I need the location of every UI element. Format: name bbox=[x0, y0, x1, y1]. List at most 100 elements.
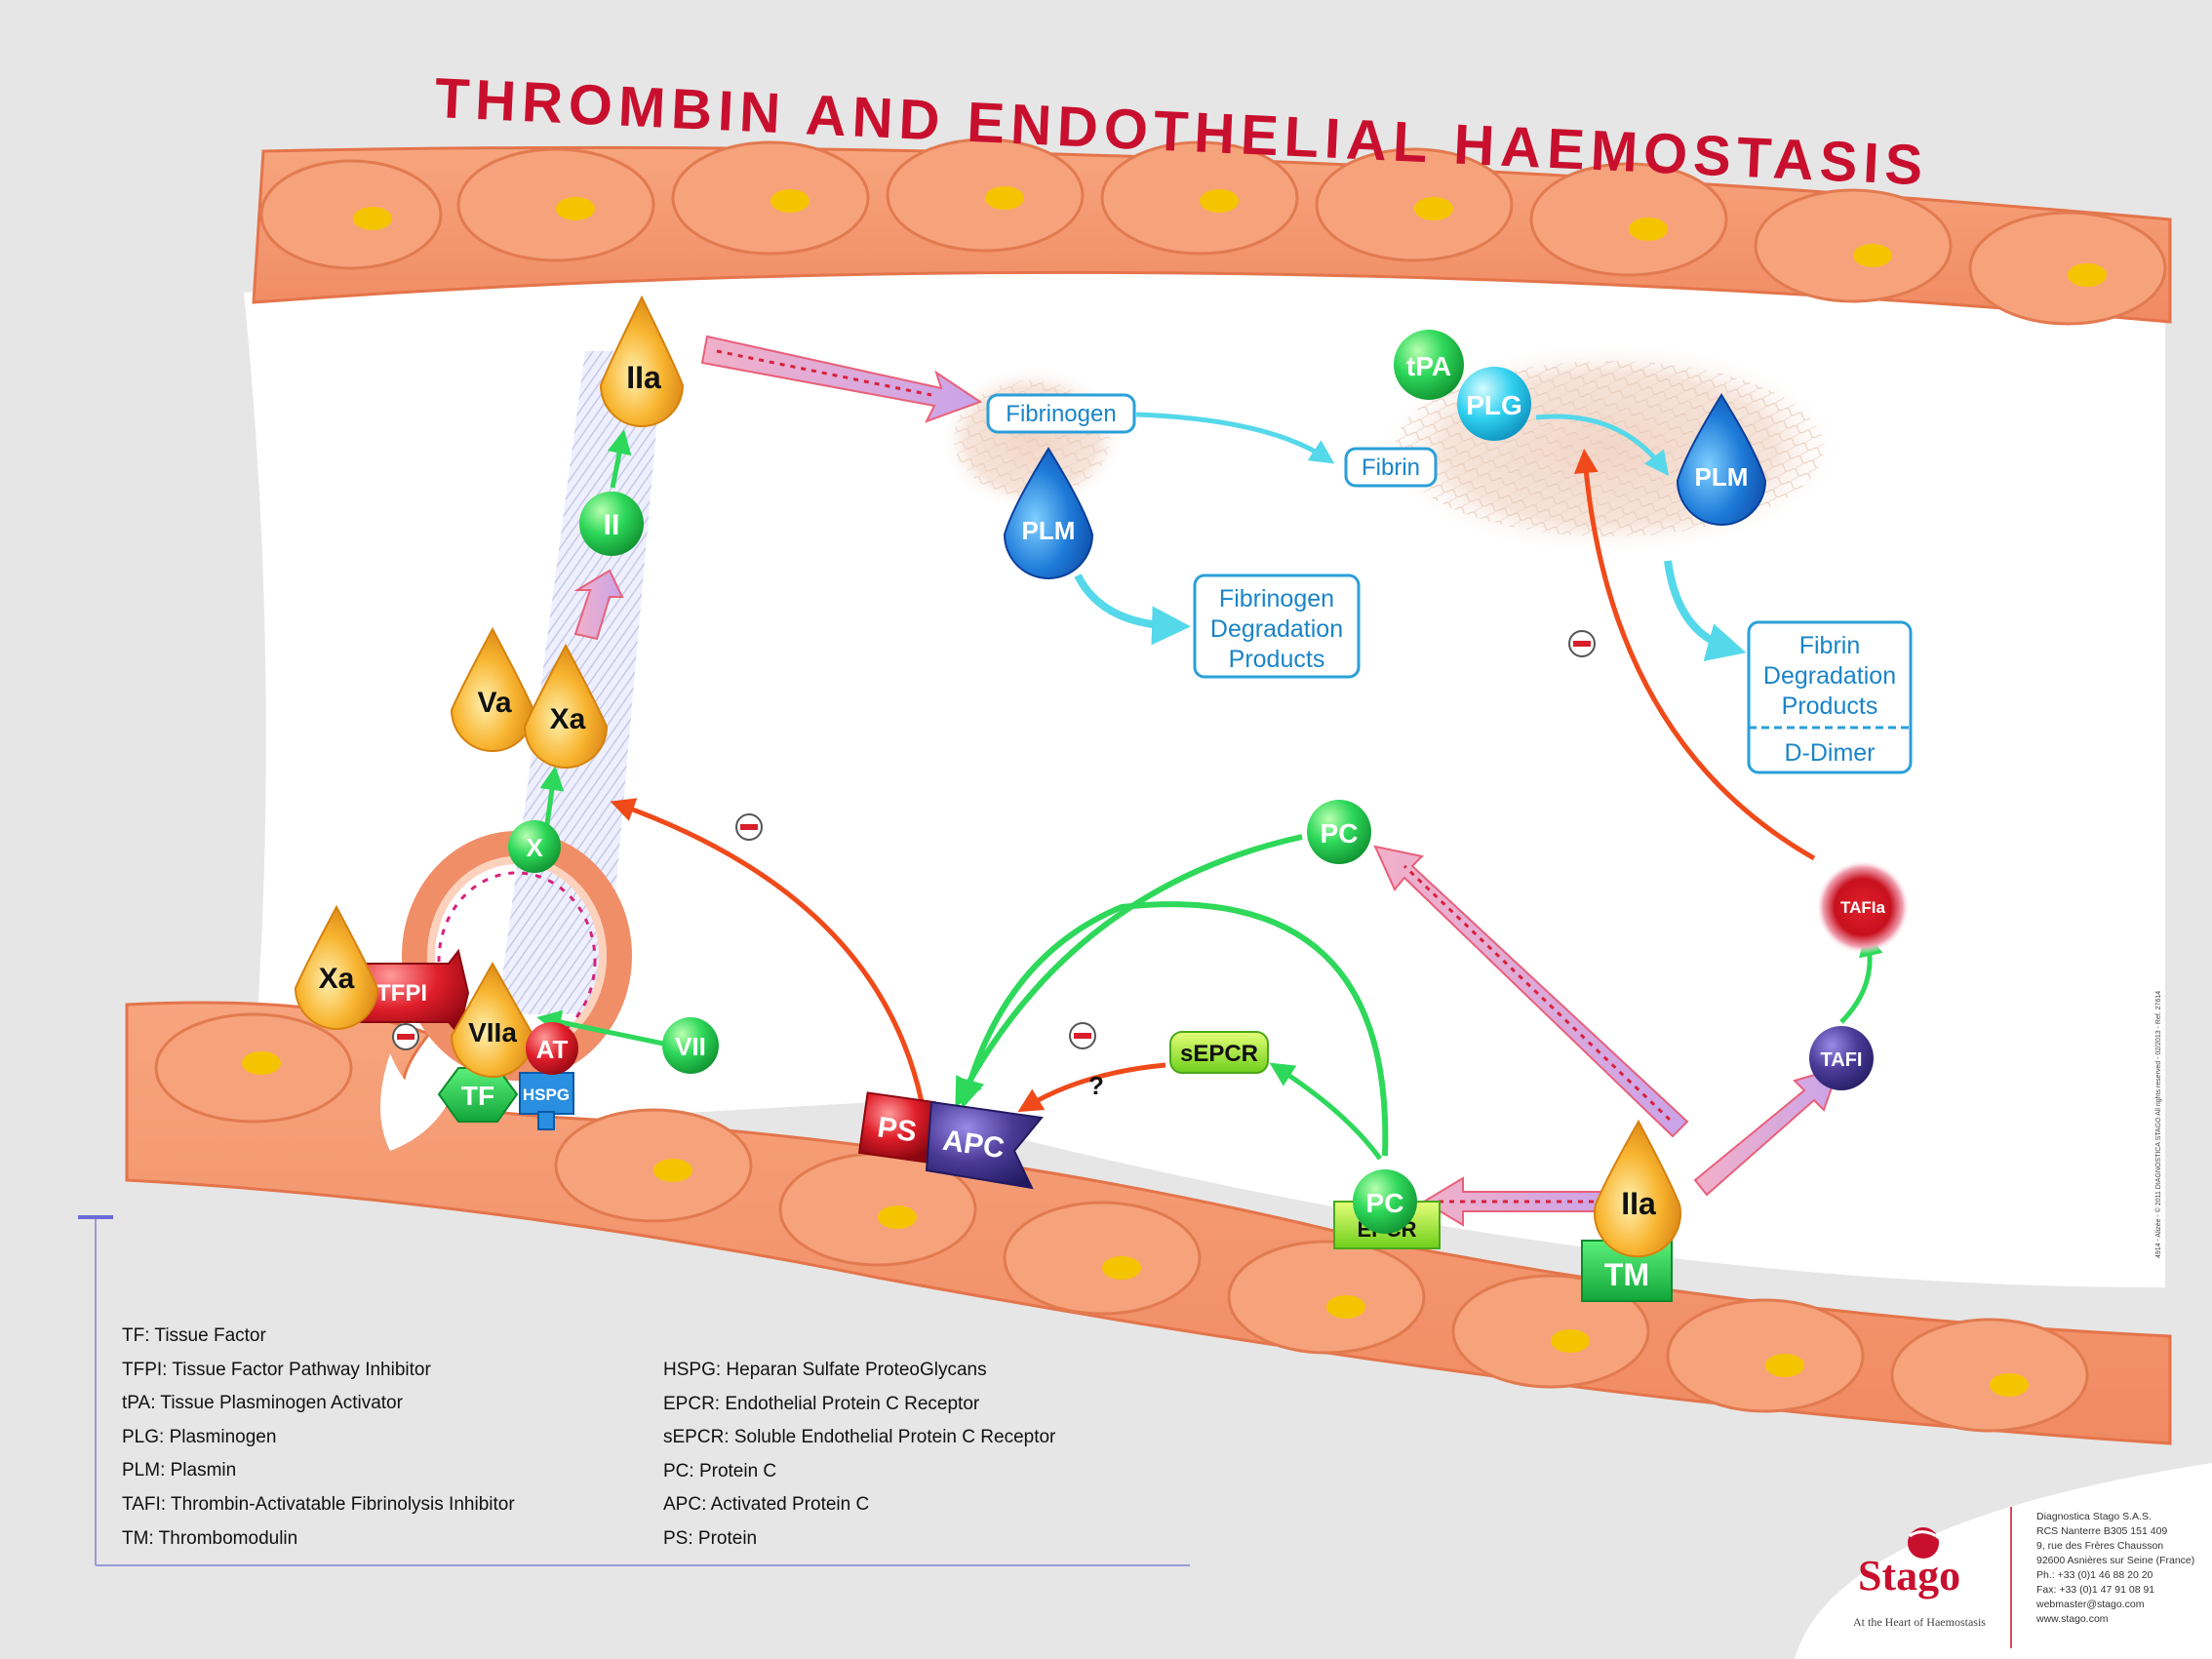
iia-to-tafi-arrow bbox=[1693, 1066, 1840, 1197]
iia-bottom-drop: IIa bbox=[1594, 1119, 1681, 1258]
inhibition-sign-sepcr bbox=[1069, 1022, 1096, 1049]
xa-cascade-label: Xa bbox=[550, 703, 586, 735]
company-brand: Stago bbox=[1858, 1552, 1961, 1600]
ddimer-label: D-Dimer bbox=[1784, 739, 1875, 767]
bottom-cell-nucleus bbox=[1102, 1256, 1141, 1280]
wound-gap bbox=[380, 1053, 449, 1151]
legend-item: TM: Thrombomodulin bbox=[122, 1527, 298, 1549]
fibrin-fdp-line3: Products bbox=[1782, 692, 1878, 720]
bottom-cell bbox=[1003, 1201, 1202, 1316]
company-line: RCS Nanterre B305 151 409 bbox=[2036, 1525, 2168, 1537]
tafi-label: TAFI bbox=[1821, 1049, 1863, 1071]
fibrinogen-to-fibrin-arrow bbox=[1135, 412, 1335, 464]
company-address: Diagnostica Stago S.A.S. RCS Nanterre B3… bbox=[2036, 1510, 2194, 1627]
x-node: X bbox=[508, 820, 561, 873]
tfpi-shape: TFPI bbox=[348, 948, 470, 1037]
tpa-node: tPA bbox=[1394, 330, 1464, 400]
plg-to-plm-arrow bbox=[1535, 414, 1670, 476]
va-label: Va bbox=[477, 687, 511, 719]
top-cell bbox=[1968, 211, 2167, 326]
tpa-label: tPA bbox=[1406, 351, 1451, 381]
xa-left-drop: Xa bbox=[294, 904, 379, 1030]
top-cell-nucleus bbox=[2068, 263, 2107, 287]
top-cell bbox=[671, 140, 870, 256]
top-cell bbox=[259, 159, 443, 270]
fibrin-fdp-line1: Fibrin bbox=[1799, 632, 1861, 659]
plm-to-fdp-arrow bbox=[1074, 573, 1191, 646]
inhibition-sign-apc bbox=[735, 813, 763, 841]
top-cell-nucleus bbox=[770, 189, 810, 213]
bottom-cell-nucleus bbox=[1551, 1329, 1590, 1353]
iia-to-pc-arrow bbox=[1373, 845, 1689, 1138]
top-cell bbox=[1529, 162, 1728, 277]
legend-item: APC: Activated Protein C bbox=[663, 1494, 870, 1516]
fibrin-cloud-fibers bbox=[1395, 361, 1824, 536]
tm-label: TM bbox=[1604, 1257, 1649, 1292]
hspg-receptor: HSPG bbox=[519, 1072, 574, 1130]
at-label: AT bbox=[536, 1035, 569, 1064]
bottom-cell-nucleus bbox=[878, 1205, 917, 1229]
iia-top-label: IIa bbox=[626, 360, 661, 395]
legend-item: tPA: Tissue Plasminogen Activator bbox=[122, 1393, 403, 1414]
fibrinogen-fdp-line3: Products bbox=[1229, 646, 1325, 673]
xa-cascade-drop: Xa bbox=[523, 643, 609, 769]
pc-top-node: PC bbox=[1307, 800, 1371, 864]
bottom-cell-nucleus bbox=[653, 1159, 692, 1182]
ii-label: II bbox=[604, 509, 620, 541]
top-cell bbox=[1100, 140, 1299, 256]
fibrinogen-box: Fibrinogen bbox=[986, 393, 1136, 434]
x-to-xa-arrow bbox=[539, 766, 565, 832]
fibrin-label: Fibrin bbox=[1362, 454, 1420, 481]
ii-to-iia-arrow bbox=[607, 429, 632, 489]
legend-item: HSPG: Heparan Sulfate ProteoGlycans bbox=[663, 1360, 987, 1380]
viia-drop: VIIa bbox=[450, 961, 535, 1078]
apc-inhibits-va-arrow bbox=[610, 798, 925, 1103]
iia-to-fibrinogen-arrow bbox=[700, 335, 983, 423]
bottom-cell bbox=[1666, 1298, 1865, 1413]
top-cell-nucleus bbox=[556, 197, 595, 220]
fibrin-box: Fibrin bbox=[1344, 447, 1438, 488]
legend-item: TFPI: Tissue Factor Pathway Inhibitor bbox=[122, 1359, 431, 1380]
top-cell bbox=[456, 147, 655, 262]
sepcr-node: sEPCR bbox=[1169, 1031, 1269, 1074]
top-cell bbox=[1315, 147, 1514, 262]
legend-item: EPCR: Endothelial Protein C Receptor bbox=[663, 1393, 980, 1414]
tafi-node: TAFI bbox=[1809, 1026, 1874, 1090]
epcr-to-sepcr-arrow bbox=[1269, 1062, 1383, 1161]
plm-right-label: PLM bbox=[1695, 462, 1749, 492]
top-wall-cells bbox=[259, 138, 2167, 326]
ii-node: II bbox=[579, 492, 644, 556]
inhibition-sign-tfpi bbox=[392, 1023, 419, 1050]
legend-left: TF: Tissue Factor TFPI: Tissue Factor Pa… bbox=[122, 1320, 515, 1556]
top-cell-nucleus bbox=[1853, 244, 1892, 267]
inhibition-sign-tafia bbox=[1568, 630, 1596, 657]
plm-right-drop: PLM bbox=[1676, 393, 1767, 526]
epcr-pc-to-apc-arrow bbox=[956, 901, 1389, 1157]
apc-receptor: APC bbox=[925, 1100, 1044, 1190]
legend-item: PS: Protein bbox=[663, 1527, 758, 1549]
fibrinogen-fdp-line2: Degradation bbox=[1210, 615, 1343, 643]
x-label: X bbox=[526, 833, 543, 862]
xa-to-ii-arrow bbox=[573, 569, 624, 641]
top-cell bbox=[1754, 188, 1953, 303]
company-line: webmaster@stago.com bbox=[2036, 1599, 2145, 1610]
plm-to-fibrin-fdp-arrow bbox=[1664, 560, 1747, 661]
legend-item: sEPCR: Soluble Endothelial Protein C Rec… bbox=[663, 1427, 1056, 1448]
tf-label: TF bbox=[461, 1081, 494, 1111]
plm-left-drop: PLM bbox=[1003, 447, 1094, 579]
tafia-node: TAFIa bbox=[1816, 860, 1910, 954]
footer-swoosh bbox=[1795, 1463, 2212, 1659]
legend-item: PLM: Plasmin bbox=[122, 1460, 237, 1481]
company-tagline: At the Heart of Haemostasis bbox=[1853, 1615, 1986, 1629]
viia-label: VIIa bbox=[468, 1017, 517, 1047]
legend-right: HSPG: Heparan Sulfate ProteoGlycans EPCR… bbox=[663, 1354, 1055, 1557]
at-node: AT bbox=[526, 1022, 578, 1075]
legend-item: TAFI: Thrombin-Activatable Fibrinolysis … bbox=[122, 1493, 515, 1515]
sepcr-inhibits-apc-arrow bbox=[1017, 1062, 1166, 1113]
company-line: 9, rue des Frères Chausson bbox=[2036, 1540, 2164, 1552]
bottom-cell bbox=[1227, 1240, 1426, 1355]
fibrin-fdp-line2: Degradation bbox=[1763, 662, 1896, 690]
bottom-cell-nucleus bbox=[1765, 1354, 1804, 1377]
copyright-note: 4914 - Alizée - © 2011 DIAGNOSTICA STAGO… bbox=[2155, 990, 2162, 1258]
legend-item: TF: Tissue Factor bbox=[122, 1325, 266, 1346]
